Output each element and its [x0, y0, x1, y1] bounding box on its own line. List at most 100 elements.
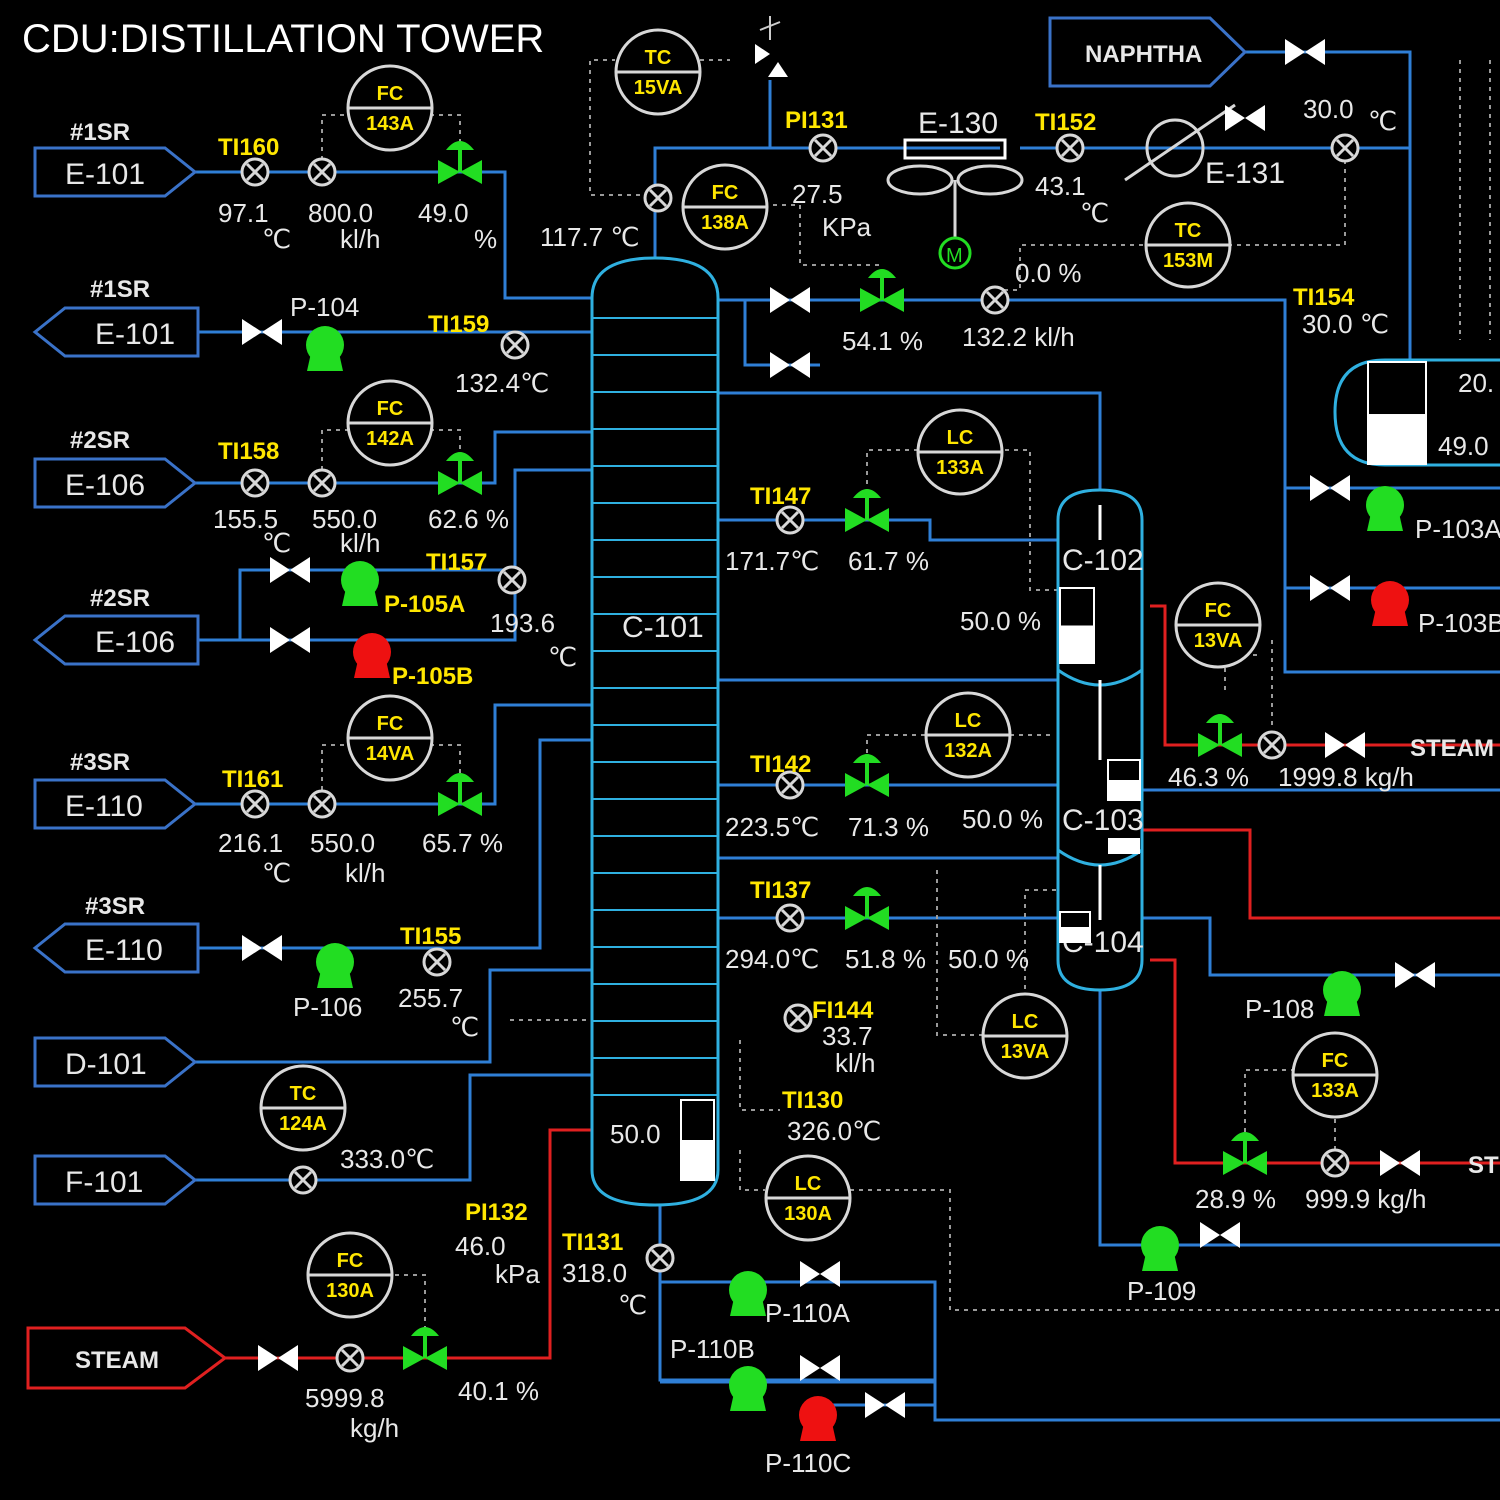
- sensor-point-icon[interactable]: [775, 903, 805, 933]
- stream-tag-d101[interactable]: D-101: [33, 1036, 198, 1088]
- sensor-point-icon[interactable]: [240, 468, 270, 498]
- manual-valve-icon[interactable]: [770, 287, 810, 313]
- air-cooler-e130[interactable]: M E-130: [886, 107, 1024, 270]
- control-valve-icon[interactable]: [1223, 1132, 1267, 1175]
- control-valve-icon[interactable]: [438, 452, 482, 495]
- sensor-point-icon[interactable]: [307, 468, 337, 498]
- pump-running-icon[interactable]: [729, 1271, 767, 1316]
- manual-valve-icon[interactable]: [1310, 475, 1350, 501]
- stream-tag-e106-out[interactable]: #2SR E-106: [32, 585, 200, 666]
- stream-tag-f101[interactable]: F-101: [33, 1154, 198, 1206]
- sensor-point-icon[interactable]: [783, 1003, 813, 1033]
- pump-running-icon[interactable]: [316, 943, 354, 988]
- sensor-point-icon[interactable]: [643, 183, 673, 213]
- manual-valve-icon[interactable]: [1310, 575, 1350, 601]
- sensor-point-icon[interactable]: [422, 947, 452, 977]
- control-valve-icon[interactable]: [438, 141, 482, 184]
- pump-stopped-icon[interactable]: [1371, 581, 1409, 626]
- manual-valve-icon[interactable]: [1200, 1222, 1240, 1248]
- sensor-point-icon[interactable]: [288, 1165, 318, 1195]
- manual-valve-icon[interactable]: [242, 935, 282, 961]
- sensor-point-icon[interactable]: [1257, 730, 1287, 760]
- sensor-point-icon[interactable]: [240, 789, 270, 819]
- tag-pi132: PI132: [465, 1199, 528, 1226]
- control-valve-icon[interactable]: [845, 754, 889, 797]
- pump-stopped-icon[interactable]: [799, 1396, 837, 1441]
- manual-valve-icon[interactable]: [242, 319, 282, 345]
- control-valve-icon[interactable]: [860, 269, 904, 312]
- manual-valve-icon[interactable]: [1225, 105, 1265, 131]
- sensor-point-icon[interactable]: [1330, 133, 1360, 163]
- manual-valve-icon[interactable]: [1395, 962, 1435, 988]
- sensor-point-icon[interactable]: [307, 157, 337, 187]
- sensor-point-icon[interactable]: [1320, 1148, 1350, 1178]
- control-valve-icon[interactable]: [438, 773, 482, 816]
- manual-valve-icon[interactable]: [865, 1392, 905, 1418]
- manual-valve-icon[interactable]: [270, 557, 310, 583]
- pump-running-icon[interactable]: [729, 1366, 767, 1411]
- controller-type: LC: [947, 427, 974, 449]
- manual-valve-icon[interactable]: [770, 352, 810, 378]
- pump-running-icon[interactable]: [341, 561, 379, 606]
- stream-tag-e101-out[interactable]: #1SR E-101: [32, 276, 200, 358]
- sensor-point-icon[interactable]: [775, 505, 805, 535]
- stripper-column[interactable]: C-102 C-103 C-104: [1056, 488, 1144, 992]
- stream-tag-steam[interactable]: STEAM: [26, 1326, 228, 1390]
- stream-tag-naphtha[interactable]: NAPHTHA: [1048, 16, 1248, 88]
- stream-tag-e106-in[interactable]: #2SR E-106: [33, 427, 198, 509]
- sensor-point-icon[interactable]: [335, 1343, 365, 1373]
- manual-valve-icon[interactable]: [800, 1261, 840, 1287]
- sensor-point-icon[interactable]: [307, 789, 337, 819]
- heat-exchanger-e131[interactable]: E-131: [1124, 103, 1285, 190]
- stream-tag-e110-out[interactable]: #3SR E-110: [32, 893, 200, 974]
- equipment-label: E-130: [918, 107, 998, 140]
- sensor-point-icon[interactable]: [645, 1243, 675, 1273]
- manual-valve-icon[interactable]: [1380, 1150, 1420, 1176]
- pump-running-icon[interactable]: [1323, 971, 1361, 1016]
- manual-valve-icon[interactable]: [258, 1345, 298, 1371]
- sensor-point-icon[interactable]: [497, 565, 527, 595]
- sensor-point-icon[interactable]: [808, 133, 838, 163]
- tag-ti147: TI147: [750, 483, 811, 510]
- stream-tag-e110-in[interactable]: #3SR E-110: [33, 749, 198, 830]
- control-valve-icon[interactable]: [845, 887, 889, 930]
- manual-valve-icon[interactable]: [800, 1355, 840, 1381]
- sensor-point-icon[interactable]: [980, 285, 1010, 315]
- relief-valve-icon[interactable]: [755, 16, 788, 77]
- sensor-point-icon[interactable]: [775, 770, 805, 800]
- reflux-drum[interactable]: 20. 49.0: [1333, 358, 1500, 467]
- sensor-point-icon[interactable]: [240, 157, 270, 187]
- manual-valve-icon[interactable]: [270, 627, 310, 653]
- control-valve-icon[interactable]: [845, 489, 889, 532]
- sensor-point-icon[interactable]: [1055, 133, 1085, 163]
- value: 46.0: [455, 1231, 506, 1261]
- value: 193.6: [490, 608, 555, 638]
- stream-sub-label: #3SR: [70, 749, 130, 776]
- sensor-point-icon[interactable]: [500, 330, 530, 360]
- pump-running-icon[interactable]: [1366, 486, 1404, 531]
- control-valve-icon[interactable]: [1198, 714, 1242, 757]
- manual-valve-icon[interactable]: [1285, 39, 1325, 65]
- pump-running-icon[interactable]: [1141, 1226, 1179, 1271]
- control-valve-icon[interactable]: [403, 1327, 447, 1370]
- column-c101[interactable]: C-101 50.0: [590, 256, 720, 1207]
- c101-level-gauge: [680, 1099, 715, 1181]
- manual-valve-icon[interactable]: [1325, 732, 1365, 758]
- pump-running-icon[interactable]: [306, 326, 344, 371]
- stream-tag-e101-in[interactable]: #1SR E-101: [33, 119, 198, 198]
- pump-stopped-icon[interactable]: [353, 633, 391, 678]
